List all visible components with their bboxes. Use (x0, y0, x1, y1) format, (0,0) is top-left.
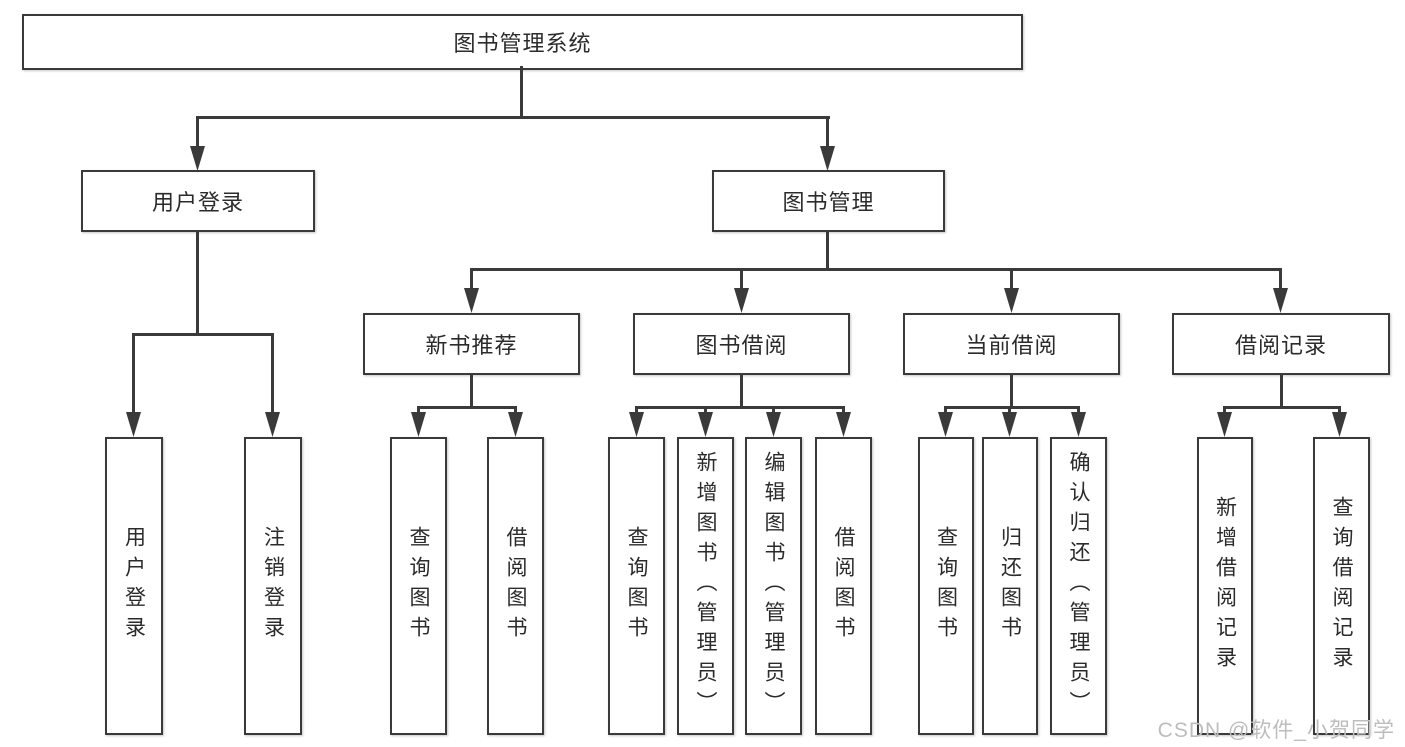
leaf-borrow-books: 借阅图书 (815, 437, 872, 735)
arrow-down-icon (190, 146, 205, 171)
connector-line (470, 373, 473, 409)
node-label: 当前借阅 (965, 333, 1058, 358)
leaf-label: 查询借阅记录 (1330, 496, 1353, 676)
leaf-query-books-current: 查询图书 (918, 437, 974, 735)
connector-line (1077, 406, 1080, 417)
connector-line (944, 406, 947, 417)
arrow-down-icon (1217, 412, 1232, 437)
node-new-book-recommendation: 新书推荐 (363, 313, 580, 375)
node-borrowing-records: 借阅记录 (1172, 313, 1390, 375)
leaf-borrow-books-recommend: 借阅图书 (487, 437, 544, 735)
connector-line (520, 66, 523, 118)
leaf-query-books-recommend: 查询图书 (390, 437, 447, 735)
arrow-down-icon (1071, 412, 1086, 437)
arrow-down-icon (464, 288, 479, 313)
leaf-label: 确认归还（管理员） (1067, 451, 1090, 721)
connector-line (944, 406, 1080, 409)
leaf-label: 编辑图书（管理员） (762, 451, 785, 721)
node-label: 用户登录 (151, 190, 244, 215)
arrow-down-icon (126, 412, 141, 437)
arrow-down-icon (1004, 288, 1019, 313)
connector-line (635, 406, 845, 409)
arrow-down-icon (629, 412, 644, 437)
connector-line (842, 406, 845, 417)
node-label: 借阅记录 (1234, 333, 1327, 358)
leaf-label: 借阅图书 (832, 526, 855, 646)
connector-line (1279, 268, 1282, 292)
connector-line (1223, 406, 1226, 417)
connector-line (772, 406, 775, 417)
node-user-login: 用户登录 (81, 170, 315, 232)
connector-line (826, 116, 829, 150)
leaf-add-books-admin: 新增图书（管理员） (677, 437, 734, 735)
connector-line (1008, 406, 1011, 417)
connector-line (514, 406, 517, 417)
connector-line (635, 406, 638, 417)
leaf-label: 归还图书 (998, 526, 1022, 646)
leaf-label: 查询图书 (407, 526, 430, 646)
node-label: 图书管理系统 (453, 31, 592, 56)
connector-line (196, 116, 199, 150)
arrow-down-icon (1332, 412, 1347, 437)
node-current-borrowing: 当前借阅 (903, 313, 1120, 375)
node-library-management-system: 图书管理系统 (22, 14, 1023, 70)
leaf-query-borrow-record: 查询借阅记录 (1313, 437, 1370, 735)
leaf-return-books: 归还图书 (982, 437, 1038, 735)
arrow-down-icon (1002, 412, 1017, 437)
leaf-label: 借阅图书 (504, 526, 527, 646)
connector-line (271, 333, 274, 417)
connector-line (132, 333, 135, 417)
node-label: 图书借阅 (695, 333, 788, 358)
arrow-down-icon (411, 412, 426, 437)
connector-line (1280, 373, 1283, 409)
connector-line (470, 268, 473, 292)
connector-line (417, 406, 420, 417)
arrow-down-icon (820, 146, 835, 171)
connector-line (196, 116, 830, 119)
leaf-add-borrow-record: 新增借阅记录 (1197, 437, 1253, 735)
leaf-label: 查询图书 (625, 526, 648, 646)
leaf-label: 新增图书（管理员） (694, 451, 717, 721)
leaf-query-books-borrowing: 查询图书 (608, 437, 665, 735)
leaf-label: 查询图书 (934, 526, 958, 646)
connector-line (704, 406, 707, 417)
watermark: CSDN @软件_小贺同学 (1157, 719, 1395, 742)
arrow-down-icon (734, 288, 749, 313)
node-book-borrowing: 图书借阅 (633, 313, 850, 375)
leaf-confirm-return-admin: 确认归还（管理员） (1050, 437, 1107, 735)
arrow-down-icon (1273, 288, 1288, 313)
leaf-logout: 注销登录 (244, 437, 302, 735)
arrow-down-icon (938, 412, 953, 437)
connector-line (1338, 406, 1341, 417)
connector-line (132, 333, 274, 336)
node-label: 新书推荐 (425, 333, 518, 358)
leaf-label: 注销登录 (261, 526, 285, 646)
connector-line (417, 406, 517, 409)
arrow-down-icon (508, 412, 523, 437)
connector-line (196, 230, 199, 335)
connector-line (1010, 373, 1013, 409)
connector-line (1223, 406, 1341, 409)
connector-line (740, 373, 743, 409)
connector-line (1010, 268, 1013, 292)
leaf-label: 用户登录 (122, 526, 146, 646)
arrow-down-icon (836, 412, 851, 437)
connector-line (740, 268, 743, 292)
node-book-management: 图书管理 (712, 170, 945, 232)
leaf-user-login: 用户登录 (105, 437, 163, 735)
connector-line (826, 230, 829, 270)
leaf-label: 新增借阅记录 (1213, 496, 1237, 676)
arrow-down-icon (265, 412, 280, 437)
arrow-down-icon (698, 412, 713, 437)
connector-line (470, 268, 1282, 271)
leaf-edit-books-admin: 编辑图书（管理员） (745, 437, 802, 735)
node-label: 图书管理 (782, 190, 875, 215)
arrow-down-icon (766, 412, 781, 437)
